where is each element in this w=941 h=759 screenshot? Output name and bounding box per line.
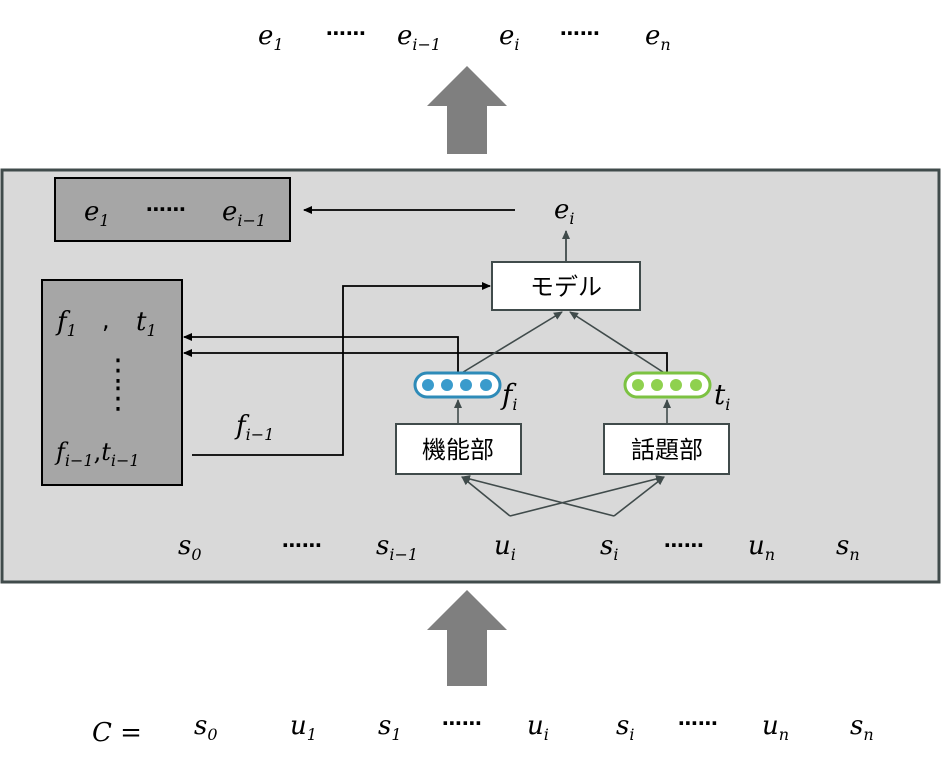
history-box-content: e1 ⋯⋯ ei−1 — [84, 197, 266, 230]
input-sequence: C = s0 u1 s1 ⋯⋯ ui si ⋯⋯ un sn — [92, 711, 874, 748]
model-output-e-i: ei — [554, 195, 575, 228]
function-vector — [413, 371, 502, 399]
inner-s-i: si — [600, 531, 618, 564]
inner-ellipsis-1: ⋯⋯ — [282, 533, 322, 557]
output-sequence: e1 ⋯⋯ ei−1 ei ⋯⋯ en — [258, 21, 671, 54]
output-e-i: ei — [499, 21, 520, 54]
inner-ellipsis-2: ⋯⋯ — [664, 533, 704, 557]
input-flow-arrow — [427, 590, 507, 686]
arrow-topic-vector-to-state — [183, 349, 668, 376]
input-s-i: si — [616, 711, 634, 744]
function-unit-box — [395, 423, 522, 475]
function-vector-unit — [480, 379, 492, 391]
output-ellipsis-2: ⋯⋯ — [560, 21, 600, 45]
inner-s-i-minus-1: si−1 — [376, 531, 418, 564]
arrow-s-to-topic-unit — [613, 476, 665, 517]
output-e-i-minus-1: ei−1 — [397, 21, 441, 54]
arrow-function-vector-to-model — [459, 311, 563, 375]
model-box — [491, 261, 641, 311]
history-e1: e1 — [84, 197, 110, 230]
input-ellipsis-2: ⋯⋯ — [678, 711, 718, 735]
arrow-topic-vector-to-model — [569, 311, 667, 375]
output-flow-arrow — [427, 66, 507, 154]
input-lhs: C = — [92, 718, 142, 748]
output-e1: e1 — [258, 21, 284, 54]
arrow-u-to-function-unit — [461, 476, 511, 517]
model-box-label: モデル — [530, 273, 602, 301]
function-unit-label: 機能部 — [422, 436, 494, 464]
topic-vector-label: ti — [714, 378, 730, 414]
input-s1: s1 — [378, 711, 402, 744]
arrow-s-to-function-unit — [461, 475, 615, 517]
state-comma-1: , — [102, 306, 110, 334]
history-box — [54, 177, 291, 242]
input-u-i: ui — [527, 711, 549, 744]
topic-unit-label: 話題部 — [631, 436, 703, 464]
function-vector-unit — [422, 379, 434, 391]
inner-s0: s0 — [178, 531, 202, 564]
state-box — [41, 279, 183, 486]
input-ellipsis-1: ⋯⋯ — [442, 711, 482, 735]
function-vector-unit — [460, 379, 472, 391]
arrow-function-vector-to-state — [183, 333, 459, 376]
topic-vector-unit — [651, 379, 663, 391]
history-e-i-minus-1: ei−1 — [222, 197, 266, 230]
output-ellipsis-1: ⋯⋯ — [326, 21, 366, 45]
inner-sequence: s0 ⋯⋯ si−1 ui si ⋯⋯ un sn — [178, 531, 860, 564]
input-u-n: un — [762, 711, 789, 744]
inner-u-i: ui — [494, 531, 516, 564]
input-u1: u1 — [290, 711, 317, 744]
input-s0: s0 — [194, 711, 218, 744]
state-vertical-ellipsis-1: ⋮ — [103, 353, 133, 388]
arrow-u-to-topic-unit — [509, 475, 665, 517]
output-e-n: en — [645, 21, 671, 54]
topic-vector-unit — [632, 379, 644, 391]
topic-vector — [623, 371, 712, 399]
history-ellipsis: ⋯⋯ — [146, 197, 186, 221]
state-vertical-ellipsis-2: ⋮ — [103, 381, 133, 416]
inner-s-n: sn — [836, 531, 860, 564]
topic-vector-unit — [670, 379, 682, 391]
state-t1: t1 — [136, 307, 157, 340]
input-s-n: sn — [850, 711, 874, 744]
arrow-state-to-model — [192, 282, 491, 456]
topic-vector-unit — [690, 379, 702, 391]
function-vector-unit — [441, 379, 453, 391]
inner-u-n: un — [748, 531, 775, 564]
topic-unit-box — [603, 423, 730, 475]
